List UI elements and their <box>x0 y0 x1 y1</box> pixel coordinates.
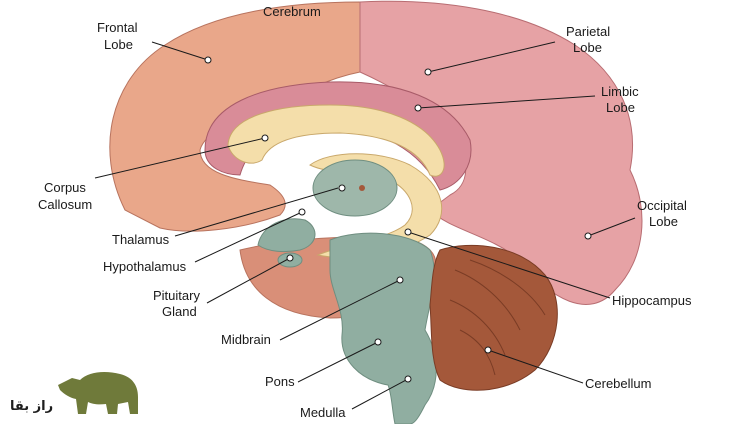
label-parietal-lobe-line2: Lobe <box>573 40 602 55</box>
rhino-icon <box>58 372 138 414</box>
label-pons: Pons <box>265 374 295 389</box>
label-parietal-lobe-line1: Parietal <box>566 24 610 39</box>
label-hypothalamus: Hypothalamus <box>103 259 187 274</box>
label-frontal-lobe-line2: Lobe <box>104 37 133 52</box>
label-limbic-lobe-line2: Lobe <box>606 100 635 115</box>
pointer-dots <box>204 56 592 383</box>
label-pituitary-gland-line2: Gland <box>162 304 197 319</box>
label-hippocampus: Hippocampus <box>612 293 692 308</box>
label-corpus-callosum-line2: Callosum <box>38 197 92 212</box>
label-cerebrum: Cerebrum <box>263 4 321 19</box>
label-limbic-lobe-line1: Limbic <box>601 84 639 99</box>
watermark-logo: راز بقا <box>10 372 138 414</box>
label-medulla: Medulla <box>300 405 346 420</box>
leader-lines <box>94 41 636 410</box>
label-midbrain: Midbrain <box>221 332 271 347</box>
thalamus-region <box>312 159 398 217</box>
label-cerebellum: Cerebellum <box>585 376 651 391</box>
cerebellum-region <box>429 244 558 391</box>
corpus-callosum-region <box>227 104 445 177</box>
label-corpus-callosum-line1: Corpus <box>44 180 86 195</box>
brainstem-region <box>329 232 437 424</box>
label-thalamus: Thalamus <box>112 232 170 247</box>
label-occipital-lobe-line1: Occipital <box>637 198 687 213</box>
label-pituitary-gland-line1: Pituitary <box>153 288 200 303</box>
label-occipital-lobe-line2: Lobe <box>649 214 678 229</box>
hypothalamus-region <box>257 218 316 253</box>
watermark-text: راز بقا <box>10 399 53 414</box>
label-frontal-lobe-line1: Frontal <box>97 20 138 35</box>
